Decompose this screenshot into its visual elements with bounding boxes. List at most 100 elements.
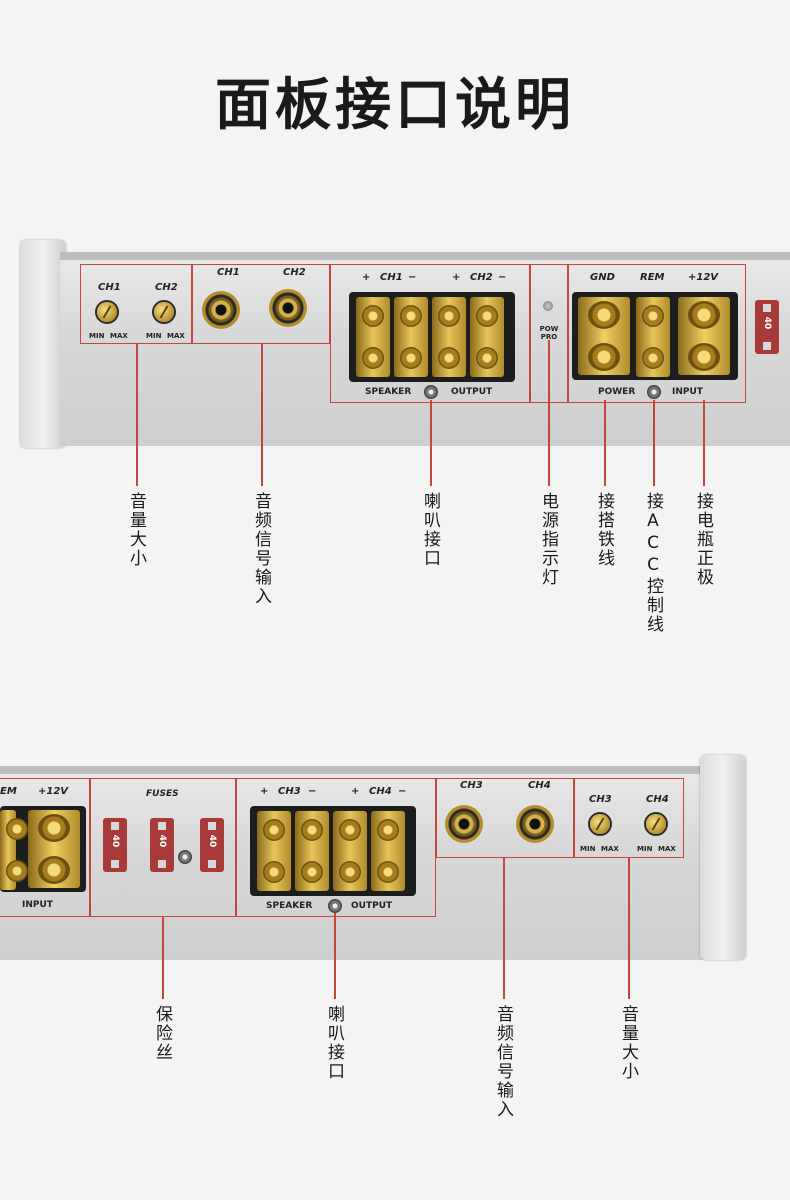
callout-volume-bottom: 音量大小 xyxy=(618,1005,638,1081)
volume-ch3-max: MAX xyxy=(601,845,619,853)
rem-terminal-partial[interactable] xyxy=(0,810,28,890)
right-endcap xyxy=(700,755,746,960)
callout-gnd: 接搭铁线 xyxy=(594,492,614,568)
rca-box-bottom xyxy=(436,778,574,858)
speaker-terminal-ch1-minus[interactable] xyxy=(394,297,428,377)
power-led-indicator xyxy=(543,301,553,311)
pow-pro-label: POW PRO xyxy=(539,325,559,341)
fuse-rating: 40 xyxy=(207,834,217,848)
speaker-terminal-ch3-minus[interactable] xyxy=(295,811,329,891)
volume-box-bottom xyxy=(574,778,684,858)
callout-volume-top: 音量大小 xyxy=(126,492,146,568)
volume-ch4-min: MIN xyxy=(637,845,653,853)
callout-line-gnd xyxy=(604,400,606,486)
rca-jack-ch4[interactable] xyxy=(516,805,554,843)
callout-led: 电源指示灯 xyxy=(538,492,558,587)
callout-line-volume-top xyxy=(136,344,138,486)
speaker-label-bottom: SPEAKER xyxy=(266,901,313,911)
power-label-top: POWER xyxy=(598,387,636,397)
speaker-terminal-ch1-plus[interactable] xyxy=(356,297,390,377)
callout-line-speaker-top xyxy=(430,400,432,486)
volume-ch1-min: MIN xyxy=(89,332,105,340)
callout-rca-bottom: 音频信号输入 xyxy=(493,1005,513,1119)
rca-ch3-label: CH3 xyxy=(460,780,483,791)
input-label-top: INPUT xyxy=(672,387,703,397)
fuses-label: FUSES xyxy=(146,789,179,799)
input-label-bottom: INPUT xyxy=(22,900,53,910)
callout-rem: 接ACC控制线 xyxy=(643,492,663,634)
spk-ch2-plus: + xyxy=(452,272,461,283)
page-title: 面板接口说明 xyxy=(215,73,575,138)
callout-line-volume-bottom xyxy=(628,858,630,999)
callout-line-12v xyxy=(703,400,705,486)
gnd-label: GND xyxy=(590,272,615,283)
rca-box-top xyxy=(192,264,330,344)
volume-ch2-min: MIN xyxy=(146,332,162,340)
callout-line-led xyxy=(548,340,550,486)
v12-terminal[interactable] xyxy=(678,297,730,375)
v12-terminal-partial[interactable] xyxy=(28,810,80,888)
screw-icon xyxy=(328,899,342,913)
speaker-terminal-ch4-plus[interactable] xyxy=(333,811,367,891)
fuses-box xyxy=(90,778,236,917)
callout-line-rem xyxy=(653,400,655,486)
fuse-3[interactable]: 40 xyxy=(200,818,224,872)
callout-12v: 接电瓶正极 xyxy=(693,492,713,587)
v12-label-partial: +12V xyxy=(38,786,69,797)
rca-jack-ch3[interactable] xyxy=(445,805,483,843)
speaker-terminal-ch4-minus[interactable] xyxy=(371,811,405,891)
spk-ch4-plus: + xyxy=(351,786,360,797)
speaker-label-top: SPEAKER xyxy=(365,387,412,397)
power-box-top xyxy=(568,264,746,403)
fuse-rating: 40 xyxy=(110,834,120,848)
fuse-rating: 40 xyxy=(762,316,772,330)
spk-ch3-minus: − xyxy=(308,786,317,797)
screw-icon xyxy=(178,850,192,864)
volume-ch1-label: CH1 xyxy=(98,282,121,293)
volume-box-top xyxy=(80,264,192,344)
rca-jack-ch2[interactable] xyxy=(269,289,307,327)
spk-ch1-plus: + xyxy=(362,272,371,283)
callout-rca-top: 音频信号输入 xyxy=(251,492,271,606)
volume-ch2-max: MAX xyxy=(167,332,185,340)
volume-ch2-label: CH2 xyxy=(155,282,178,293)
fuse-1[interactable]: 40 xyxy=(103,818,127,872)
rca-jack-ch1[interactable] xyxy=(202,291,240,329)
spk-ch3-label: CH3 xyxy=(278,786,301,797)
spk-ch1-minus: − xyxy=(408,272,417,283)
volume-ch4-max: MAX xyxy=(658,845,676,853)
output-label-top: OUTPUT xyxy=(451,387,493,397)
speaker-terminal-ch2-minus[interactable] xyxy=(470,297,504,377)
callout-fuses: 保险丝 xyxy=(152,1005,172,1062)
fuse-partial-top: 40 xyxy=(755,300,779,354)
callout-line-speaker-bottom xyxy=(334,913,336,999)
callout-speaker-top: 喇叭接口 xyxy=(420,492,440,568)
callout-line-rca-bottom xyxy=(503,858,505,999)
rem-terminal[interactable] xyxy=(636,297,670,377)
screw-icon xyxy=(647,385,661,399)
spk-ch4-minus: − xyxy=(398,786,407,797)
panel-top-edge xyxy=(60,252,790,262)
panel-top-edge xyxy=(0,766,710,776)
rem-label-partial: EM xyxy=(0,786,17,797)
output-label-bottom: OUTPUT xyxy=(351,901,393,911)
volume-knob-ch1[interactable] xyxy=(97,302,117,322)
power-box-bottom xyxy=(0,778,90,917)
volume-ch3-label: CH3 xyxy=(589,794,612,805)
screw-icon xyxy=(424,385,438,399)
volume-knob-ch3[interactable] xyxy=(590,814,610,834)
fuse-2[interactable]: 40 xyxy=(150,818,174,872)
rem-label: REM xyxy=(640,272,665,283)
rca-ch4-label: CH4 xyxy=(528,780,551,791)
gnd-terminal[interactable] xyxy=(578,297,630,375)
spk-ch2-label: CH2 xyxy=(470,272,493,283)
speaker-box-bottom xyxy=(236,778,436,917)
volume-knob-ch4[interactable] xyxy=(646,814,666,834)
spk-ch3-plus: + xyxy=(260,786,269,797)
spk-ch4-label: CH4 xyxy=(369,786,392,797)
fuse-rating: 40 xyxy=(157,834,167,848)
speaker-terminal-ch2-plus[interactable] xyxy=(432,297,466,377)
speaker-terminal-ch3-plus[interactable] xyxy=(257,811,291,891)
volume-knob-ch2[interactable] xyxy=(154,302,174,322)
volume-ch3-min: MIN xyxy=(580,845,596,853)
